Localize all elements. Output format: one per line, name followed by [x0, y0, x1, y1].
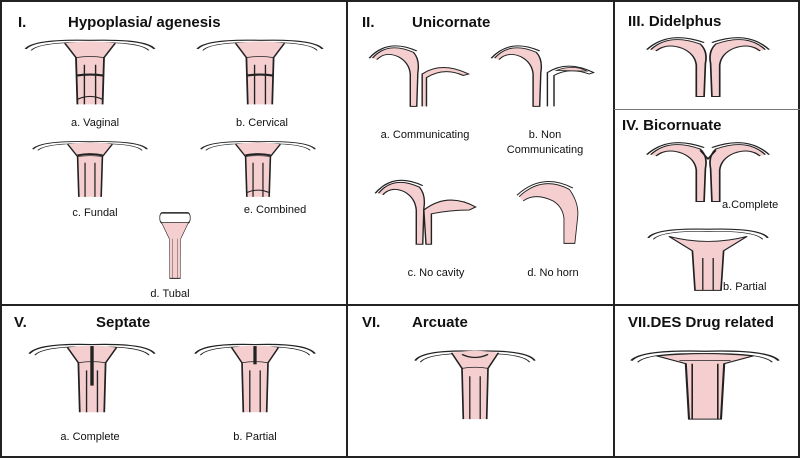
des-t-shaped-figure [625, 345, 785, 423]
label: e. Combined [243, 204, 307, 216]
uterus-vaginal-figure [20, 36, 160, 108]
uterus-drawing [200, 141, 316, 197]
septate-partial-figure [190, 340, 320, 416]
uterus-drawing [414, 350, 536, 420]
uterus-drawing [28, 343, 156, 413]
unicornate-no-horn-figure [515, 175, 583, 247]
panel-1-number: I. [18, 14, 27, 31]
uterus-tubal-figure [156, 210, 194, 282]
panel-6-title: Arcuate [412, 314, 468, 331]
panel-1-title: Hypoplasia/ agenesis [68, 14, 221, 31]
label: d. No horn [527, 267, 579, 279]
uterus-drawing [196, 39, 324, 105]
uterus-drawing [374, 179, 477, 245]
panel-5-number: V. [14, 314, 27, 331]
divider [346, 0, 348, 458]
divider [613, 0, 615, 458]
label: a. Vaginal [70, 117, 120, 129]
uterus-drawing [159, 212, 191, 279]
panel-6-number: VI. [362, 314, 381, 331]
uterus-drawing [516, 181, 579, 244]
unicornate-no-cavity-figure [372, 172, 480, 248]
uterus-drawing [646, 142, 770, 202]
label: b. Non [528, 129, 562, 141]
panel-4-title: IV. Bicornuate [622, 117, 722, 134]
label: a.Complete [722, 199, 779, 211]
septate-complete-figure [24, 340, 160, 416]
panel-3-title: III. Didelphus [628, 13, 722, 30]
uterus-cervical-figure [192, 36, 328, 108]
label: b. Partial [233, 431, 277, 443]
uterus-drawing [194, 343, 316, 413]
arcuate-figure [410, 345, 540, 423]
didelphus-figure [643, 30, 773, 100]
uterus-drawing [368, 45, 471, 107]
bicornuate-complete-figure [643, 135, 773, 205]
uterus-drawing [24, 39, 156, 105]
uterus-combined-figure [196, 138, 320, 200]
uterus-drawing [647, 228, 769, 291]
divider [614, 109, 800, 110]
label: b. Cervical [236, 117, 288, 129]
divider [0, 304, 800, 306]
uterus-fundal-figure [28, 138, 152, 200]
label: c. Fundal [72, 207, 118, 219]
label: d. Tubal [150, 288, 190, 300]
label: a. Communicating [380, 129, 470, 141]
unicornate-communicating-figure [366, 38, 474, 110]
panel-5-title: Septate [96, 314, 151, 331]
unicornate-non-communicating-figure [488, 38, 598, 110]
uterus-drawing [630, 350, 780, 420]
label: a. Complete [60, 431, 120, 443]
label: c. No cavity [407, 267, 465, 279]
label: Communicating [506, 144, 584, 156]
panel-2-title: Unicornate [412, 14, 491, 31]
panel-2-number: II. [362, 14, 375, 31]
label: b. Partial [723, 281, 767, 293]
uterus-drawing [646, 37, 770, 97]
uterus-drawing [490, 45, 595, 107]
bicornuate-partial-figure [643, 222, 773, 294]
panel-7-title: VII.DES Drug related [628, 314, 774, 331]
uterus-drawing [32, 141, 148, 197]
